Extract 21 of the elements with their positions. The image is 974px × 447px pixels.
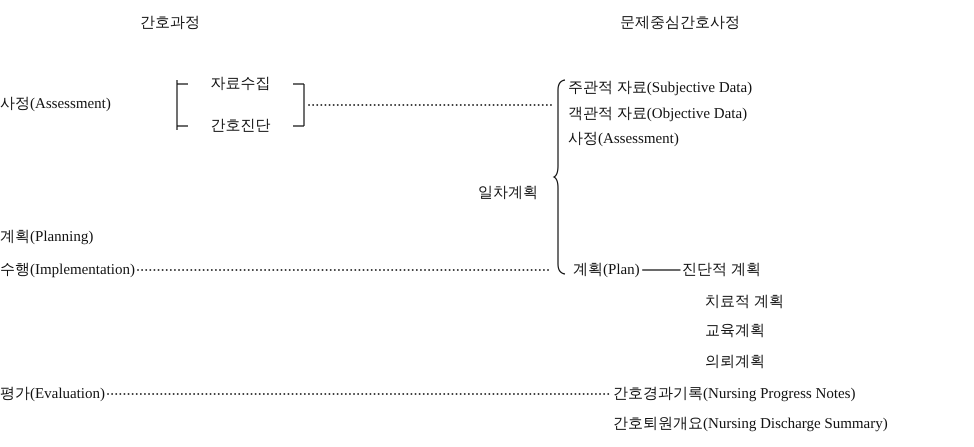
- column-heading: 문제중심간호사정: [620, 14, 740, 33]
- text-label: 치료적 계획: [705, 293, 784, 312]
- dotted-connector: [308, 104, 552, 106]
- text-label: 교육계획: [705, 322, 765, 341]
- node-text: 수행(Implementation): [0, 259, 165, 281]
- node-text: 간호경과기록(Nursing Progress Notes): [613, 383, 943, 405]
- text-label: 사정(Assessment): [0, 95, 111, 114]
- text-label: 사정(Assessment): [568, 130, 679, 149]
- node-text: 평가(Evaluation): [0, 383, 140, 405]
- dotted-connector: [107, 393, 612, 395]
- text-label: 간호퇴원개요(Nursing Discharge Summary): [613, 415, 888, 434]
- text-label: 주관적 자료(Subjective Data): [568, 79, 752, 98]
- text-label: 의뢰계획: [705, 353, 765, 372]
- text-label: 객관적 자료(Objective Data): [568, 105, 748, 124]
- node-text: 진단적 계획: [682, 259, 782, 281]
- dotted-connector: [137, 269, 552, 271]
- group-label: 일차계획: [478, 184, 538, 203]
- node-text: 계획(Plan): [573, 259, 665, 281]
- connector-line: [642, 269, 681, 271]
- text-label: 계획(Planning): [0, 228, 94, 247]
- column-heading: 간호과정: [140, 14, 200, 33]
